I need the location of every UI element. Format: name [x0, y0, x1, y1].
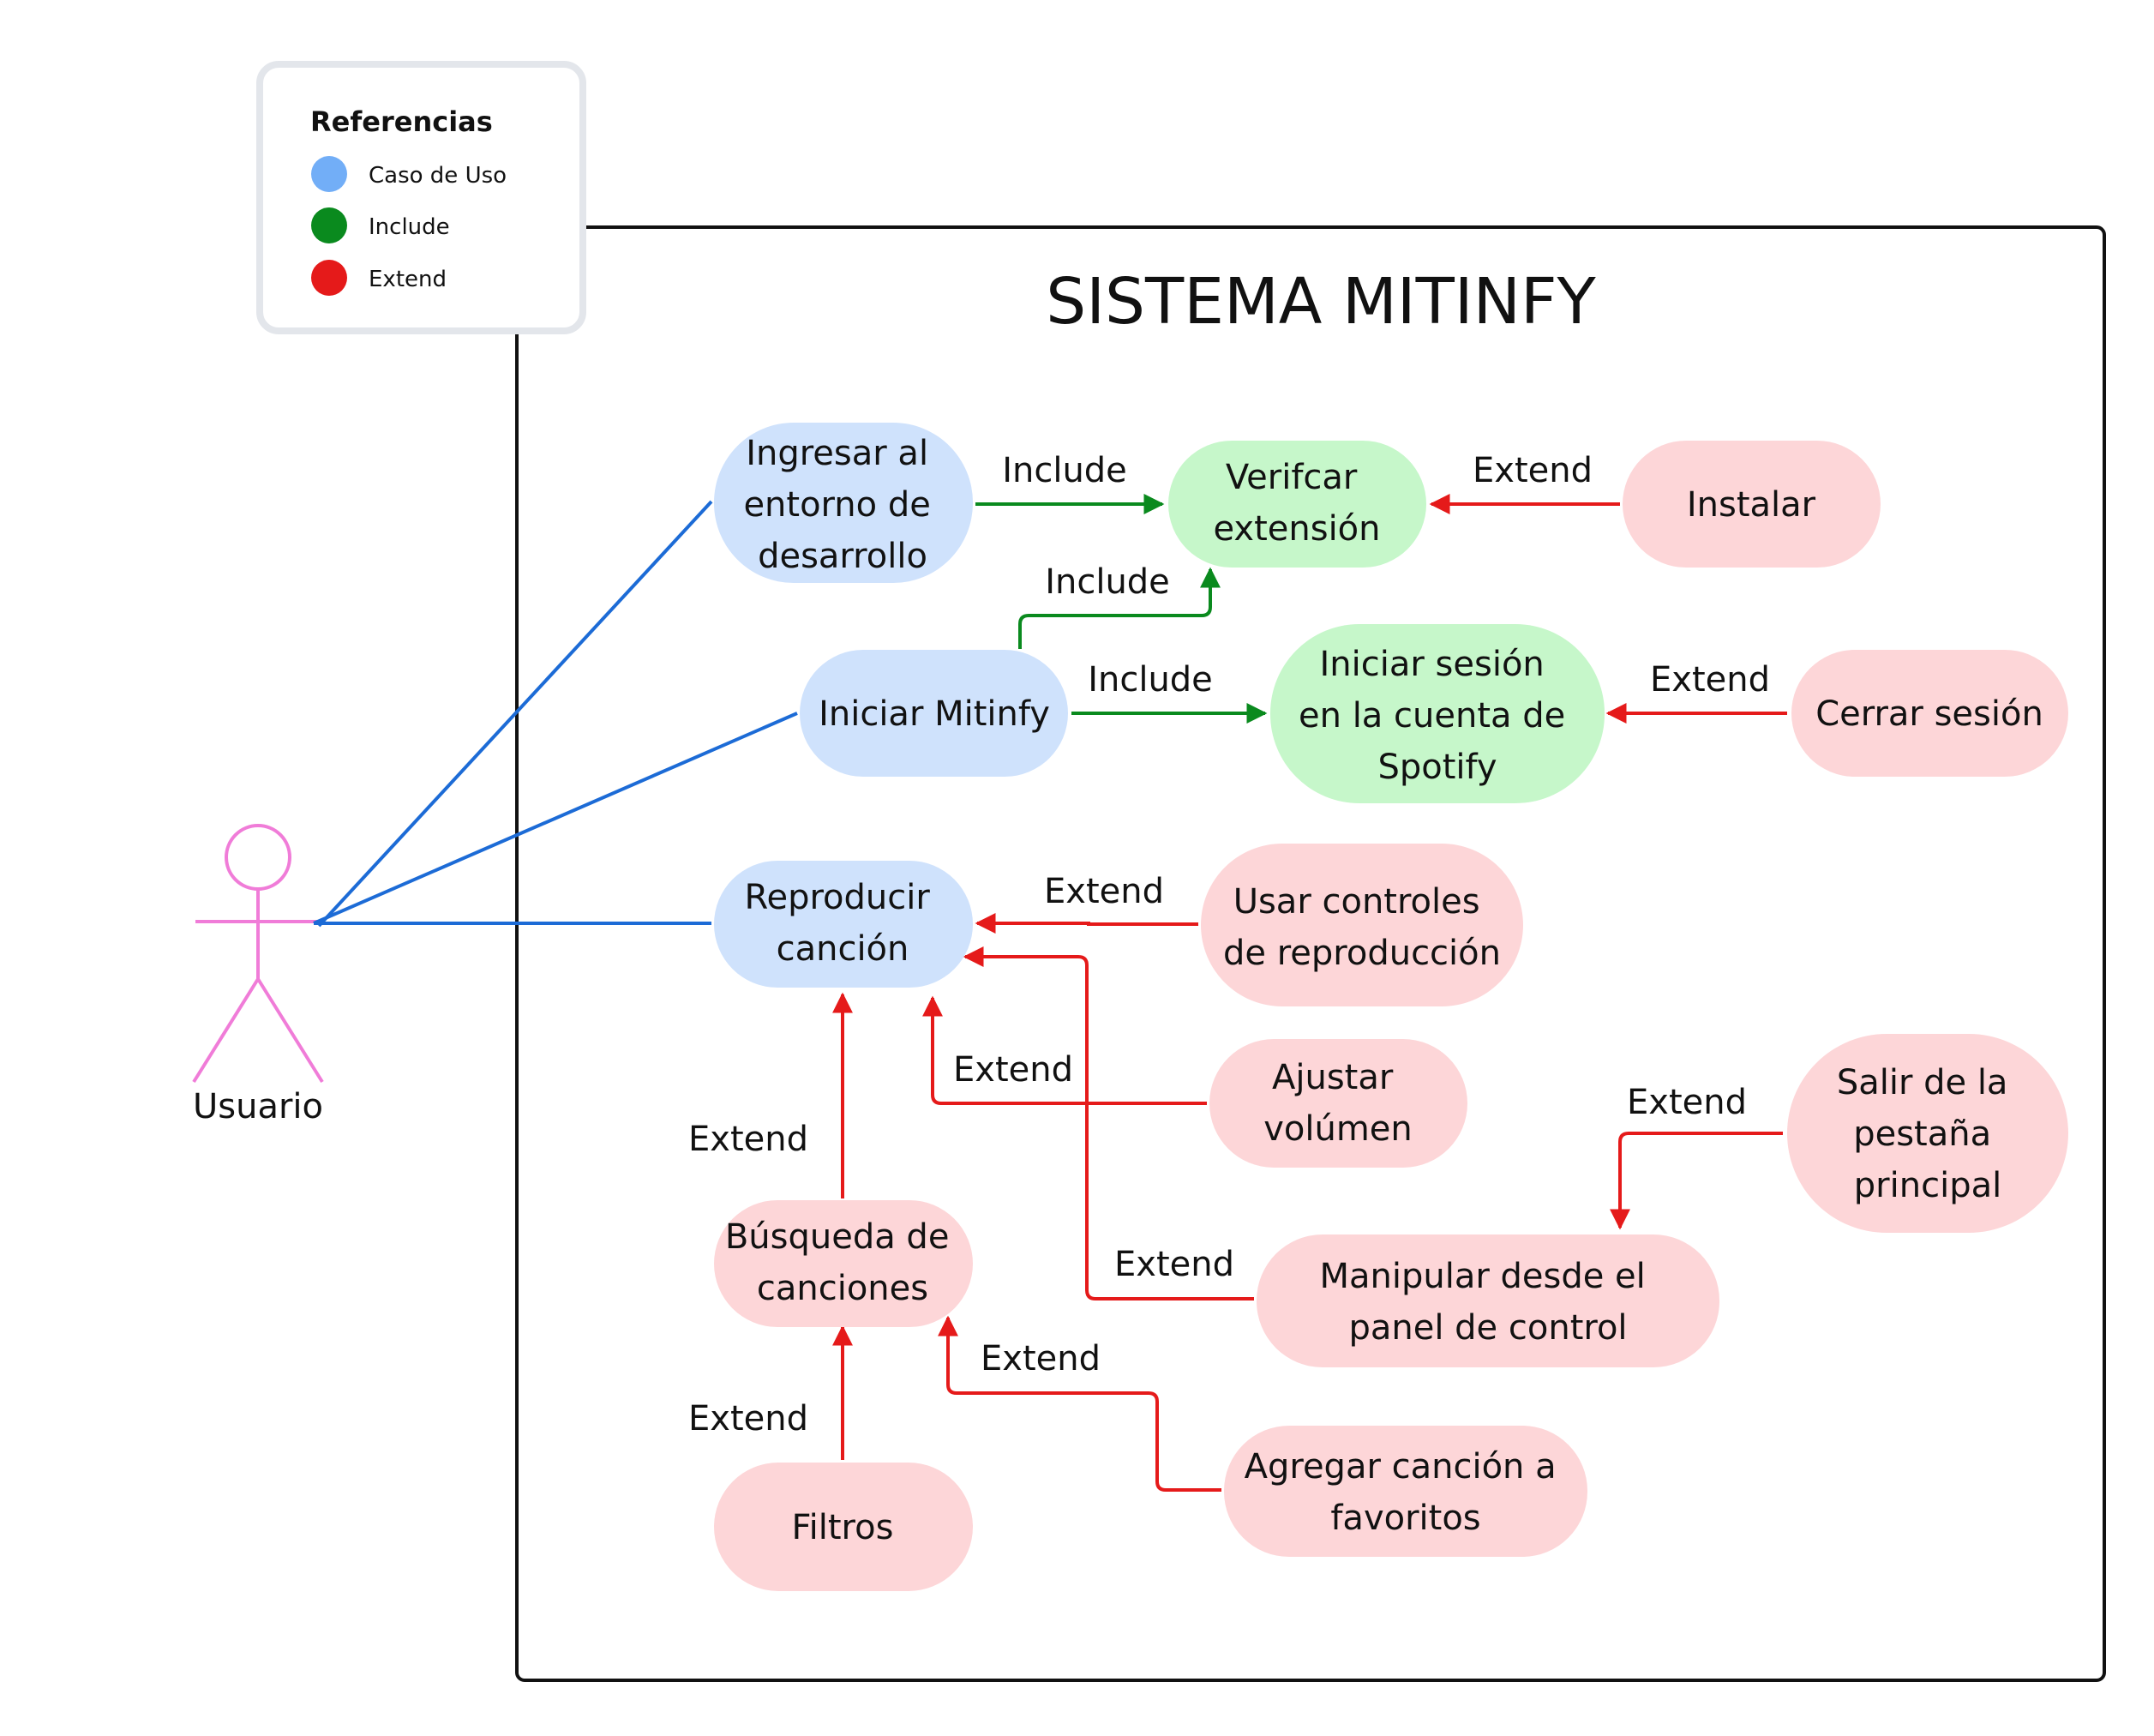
legend: Referencias Caso de Uso Include Extend	[256, 61, 586, 334]
association-iniciar-mitinfy	[313, 712, 798, 925]
svg-text:Iniciar sesión en la c: Iniciar sesión en la cuenta de Spotify	[1299, 645, 1576, 787]
system-boundary	[515, 225, 2106, 1682]
associations	[313, 500, 798, 928]
svg-text:Iniciar Mitinfy: Iniciar Mitinfy	[819, 694, 1050, 734]
edge-label-e5: Extend	[1650, 660, 1770, 700]
legend-extend-swatch	[311, 260, 347, 296]
edge-label-e3: Include	[1088, 660, 1213, 700]
extend-ajustar-volumen[interactable]: Ajustar volúmen	[1209, 1039, 1467, 1168]
edge-manipular-panel-reproducir	[963, 946, 1254, 1300]
extend-busqueda-canciones[interactable]: Búsqueda de canciones	[714, 1200, 973, 1327]
svg-text:Reproducir canción: Reproducir canción	[744, 878, 940, 969]
extend-instalar[interactable]: Instalar	[1623, 441, 1881, 568]
svg-text:Instalar: Instalar	[1687, 485, 1816, 525]
actor-label: Usuario	[193, 1087, 323, 1126]
extend-filtros[interactable]: Filtros	[714, 1463, 973, 1591]
svg-text:Manipular desde el pan: Manipular desde el panel de control	[1319, 1257, 1656, 1348]
edge-label-e12: Extend	[981, 1339, 1101, 1379]
legend-extend-label: Extend	[369, 267, 447, 292]
use-case-ingresar-entorno[interactable]: Ingresar al entorno de desarrollo	[714, 423, 973, 583]
svg-text:Búsqueda de canciones: Búsqueda de canciones	[725, 1217, 960, 1308]
edge-label-e6: Extend	[1044, 872, 1164, 911]
nodes: Ingresar al entorno de desarrollo Inicia…	[714, 423, 2068, 1591]
include-edges	[975, 494, 1268, 724]
edge-iniciar-mitinfy-verificar	[1018, 567, 1221, 649]
svg-text:Verifcar extensión: Verifcar extensión	[1214, 458, 1381, 549]
svg-text:Ingresar al entorno de: Ingresar al entorno de desarrollo	[743, 434, 941, 576]
svg-text:Usar controles de repr: Usar controles de reproducción	[1223, 882, 1501, 973]
legend-use-case-swatch	[311, 156, 347, 192]
edge-label-e4: Extend	[1473, 451, 1593, 490]
legend-title: Referencias	[310, 105, 493, 138]
edge-salir-pestana-manipular-panel	[1610, 1132, 1783, 1230]
edge-label-e2: Include	[1045, 562, 1170, 602]
legend-include-label: Include	[369, 214, 450, 240]
legend-include-swatch	[311, 207, 347, 243]
actor-head	[225, 824, 291, 891]
use-case-iniciar-mitinfy[interactable]: Iniciar Mitinfy	[800, 650, 1068, 777]
svg-text:Cerrar sesión: Cerrar sesión	[1815, 694, 2043, 734]
edge-label-e1: Include	[1002, 451, 1127, 490]
actor-usuario	[192, 824, 324, 1084]
edge-ajustar-volumen-reproducir	[922, 995, 1207, 1105]
actor-right-leg	[256, 977, 324, 1084]
include-verificar-extension[interactable]: Verifcar extensión	[1168, 441, 1426, 568]
edge-usar-controles-reproducir	[975, 913, 1198, 934]
extend-edges	[832, 494, 1787, 1492]
extend-cerrar-sesion[interactable]: Cerrar sesión	[1791, 650, 2068, 777]
extend-manipular-panel[interactable]: Manipular desde el panel de control	[1257, 1234, 1719, 1367]
edge-label-e10: Extend	[688, 1120, 808, 1159]
edge-label-e8: Extend	[1114, 1245, 1234, 1284]
edge-label-e7: Extend	[953, 1050, 1073, 1090]
edge-agregar-favoritos-busqueda	[938, 1315, 1221, 1492]
include-iniciar-sesion-spotify[interactable]: Iniciar sesión en la cuenta de Spotify	[1270, 624, 1605, 803]
edge-label-e11: Extend	[688, 1399, 808, 1439]
extend-agregar-favoritos[interactable]: Agregar canción a favoritos	[1224, 1426, 1587, 1557]
actor-left-leg	[192, 977, 260, 1084]
use-case-reproducir-cancion[interactable]: Reproducir canción	[714, 861, 973, 988]
svg-text:Filtros: Filtros	[792, 1508, 894, 1547]
svg-text:Agregar canción a favo: Agregar canción a favoritos	[1245, 1447, 1568, 1538]
svg-text:Ajustar volúmen: Ajustar volúmen	[1263, 1058, 1413, 1149]
system-title: SISTEMA MITINFY	[1046, 265, 1596, 339]
association-ingresar	[317, 500, 713, 928]
svg-text:Salir de la pestaña: Salir de la pestaña principal	[1837, 1063, 2019, 1205]
extend-usar-controles[interactable]: Usar controles de reproducción	[1201, 844, 1523, 1006]
edge-labels: Include Include Include Extend Extend Ex…	[688, 451, 1770, 1439]
edge-label-e9: Extend	[1627, 1083, 1747, 1122]
legend-use-case-label: Caso de Uso	[369, 163, 507, 189]
extend-salir-pestana[interactable]: Salir de la pestaña principal	[1787, 1034, 2068, 1233]
